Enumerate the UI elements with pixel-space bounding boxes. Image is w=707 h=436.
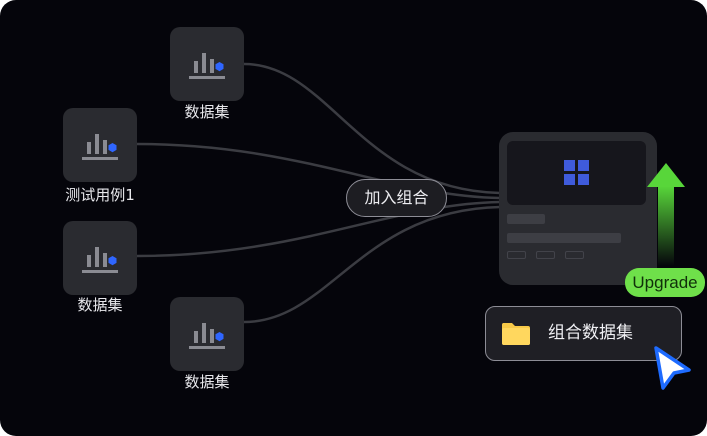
node-test-case[interactable] (63, 108, 137, 182)
edge-dataset-mid (136, 200, 501, 258)
edge-dataset-top (243, 62, 501, 195)
dataset-chart-icon (82, 134, 118, 160)
panel-screen (507, 141, 646, 205)
edge-test-case (136, 142, 501, 200)
merge-button[interactable]: 加入组合 (346, 179, 447, 217)
combined-dataset-card[interactable]: 组合数据集 (485, 306, 682, 361)
placeholder-bar (507, 214, 545, 224)
placeholder-chip (507, 251, 526, 259)
placeholder-chip (565, 251, 584, 259)
node-dataset-mid[interactable] (63, 221, 137, 295)
node-label: 数据集 (184, 373, 230, 391)
node-label: 测试用例1 (65, 186, 135, 204)
node-dataset-top[interactable] (170, 27, 244, 101)
node-dataset-bottom[interactable] (170, 297, 244, 371)
dataset-chart-icon (189, 323, 225, 349)
node-label: 数据集 (184, 103, 230, 121)
cursor-pointer-icon (654, 346, 691, 390)
folder-icon (501, 323, 530, 345)
upgrade-badge[interactable]: Upgrade (625, 268, 705, 297)
dataset-chart-icon (82, 247, 118, 273)
grid-icon (563, 160, 589, 185)
placeholder-chip (536, 251, 555, 259)
dataset-chart-icon (189, 53, 225, 79)
placeholder-bar (507, 233, 621, 243)
combined-dataset-label: 组合数据集 (548, 323, 633, 343)
arrow-up-icon (647, 163, 685, 266)
result-panel (499, 132, 657, 285)
node-label: 数据集 (77, 296, 123, 314)
edge-dataset-bottom (243, 205, 501, 324)
